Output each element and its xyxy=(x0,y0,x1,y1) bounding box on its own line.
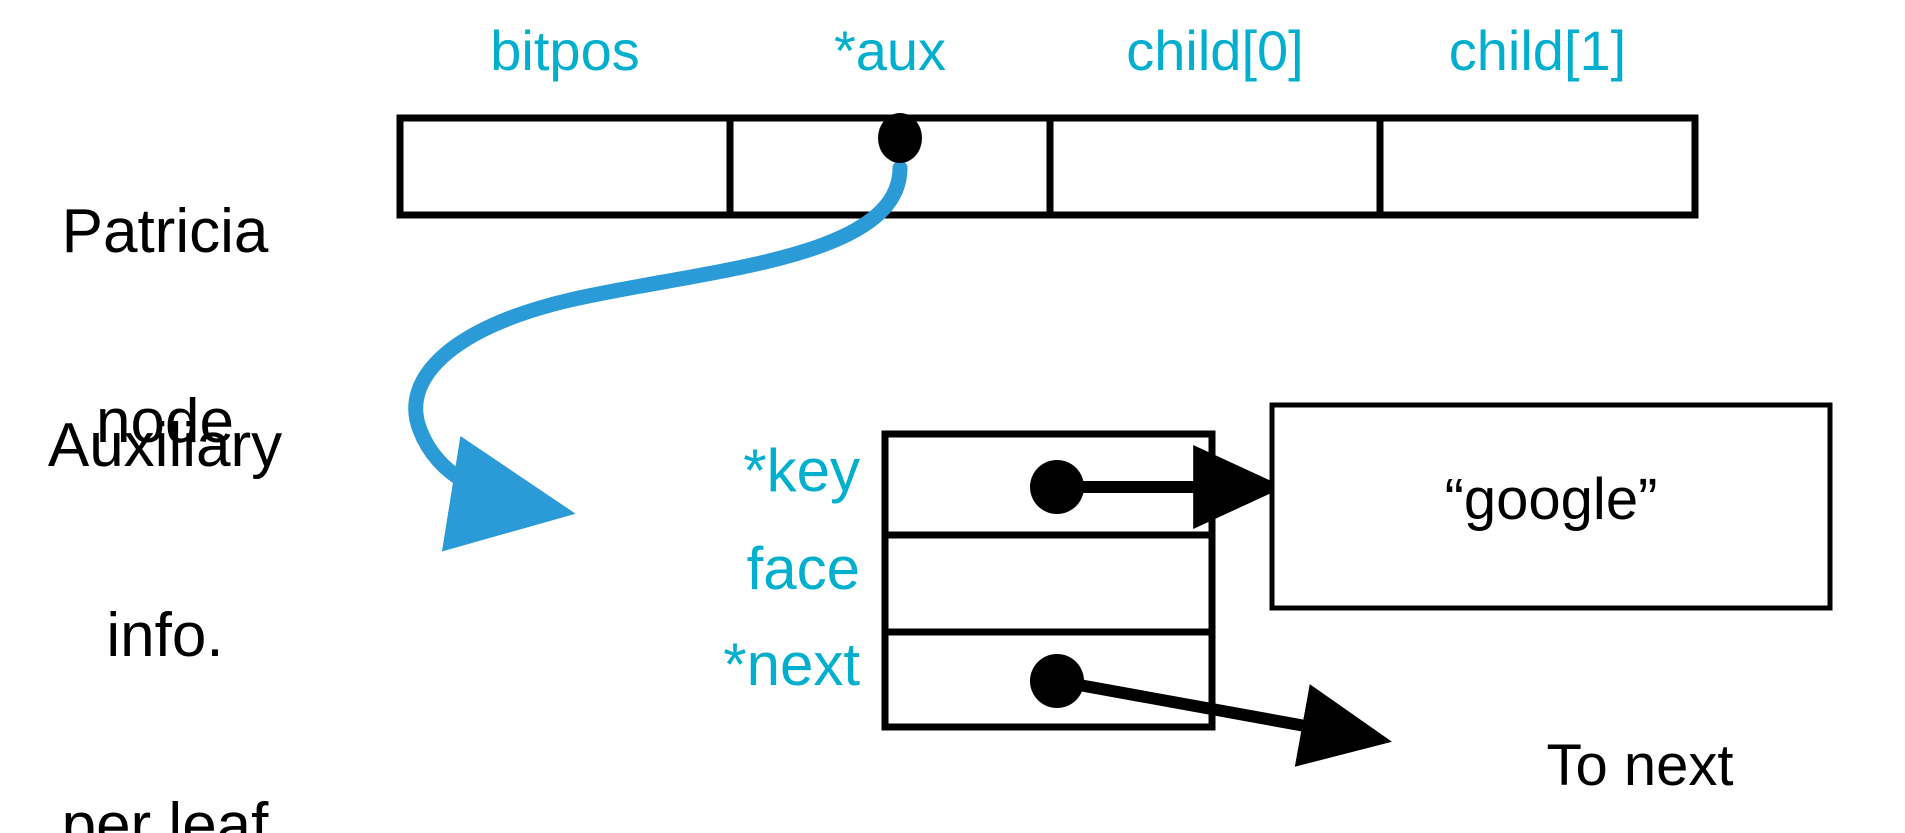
aux-leaf-outline xyxy=(881,430,1216,731)
field-header-child0: child[0] xyxy=(1126,19,1304,82)
leaf-row-label-face: face xyxy=(746,535,860,602)
patricia-node-table xyxy=(396,114,1699,219)
next-pointer-dot xyxy=(1030,654,1084,708)
next-to-component-arrow xyxy=(1055,675,1392,767)
aux-leaf-caption-line1: Auxiliary xyxy=(47,411,283,481)
field-header-child1: child[1] xyxy=(1448,19,1627,82)
field-header-aux: *aux xyxy=(833,19,947,82)
leaf-row-label-key: *key xyxy=(743,437,860,504)
next-target-line1: To next xyxy=(1546,733,1734,799)
aux-leaf-table xyxy=(881,430,1216,731)
patricia-node-caption-line2: node xyxy=(96,387,234,457)
aux-pointer-dot xyxy=(878,113,922,163)
patricia-node-caption: Patricia node xyxy=(0,74,330,580)
next-target-caption: To next component level xyxy=(1390,618,1890,833)
aux-leaf-caption-line2: info. xyxy=(106,601,224,671)
key-target-text: “google” xyxy=(1444,467,1658,532)
next-pointer-group xyxy=(1030,654,1392,767)
aux-leaf-caption: Auxiliary info. per leaf xyxy=(0,288,330,833)
field-header-bitpos: bitpos xyxy=(490,19,640,82)
patricia-node-caption-line1: Patricia xyxy=(61,197,269,267)
key-pointer-group xyxy=(1030,445,1285,529)
key-pointer-dot xyxy=(1030,460,1084,514)
leaf-row-label-next: *next xyxy=(723,631,860,698)
aux-leaf-caption-line3: per leaf xyxy=(61,790,269,833)
patricia-node-outline xyxy=(396,114,1699,219)
